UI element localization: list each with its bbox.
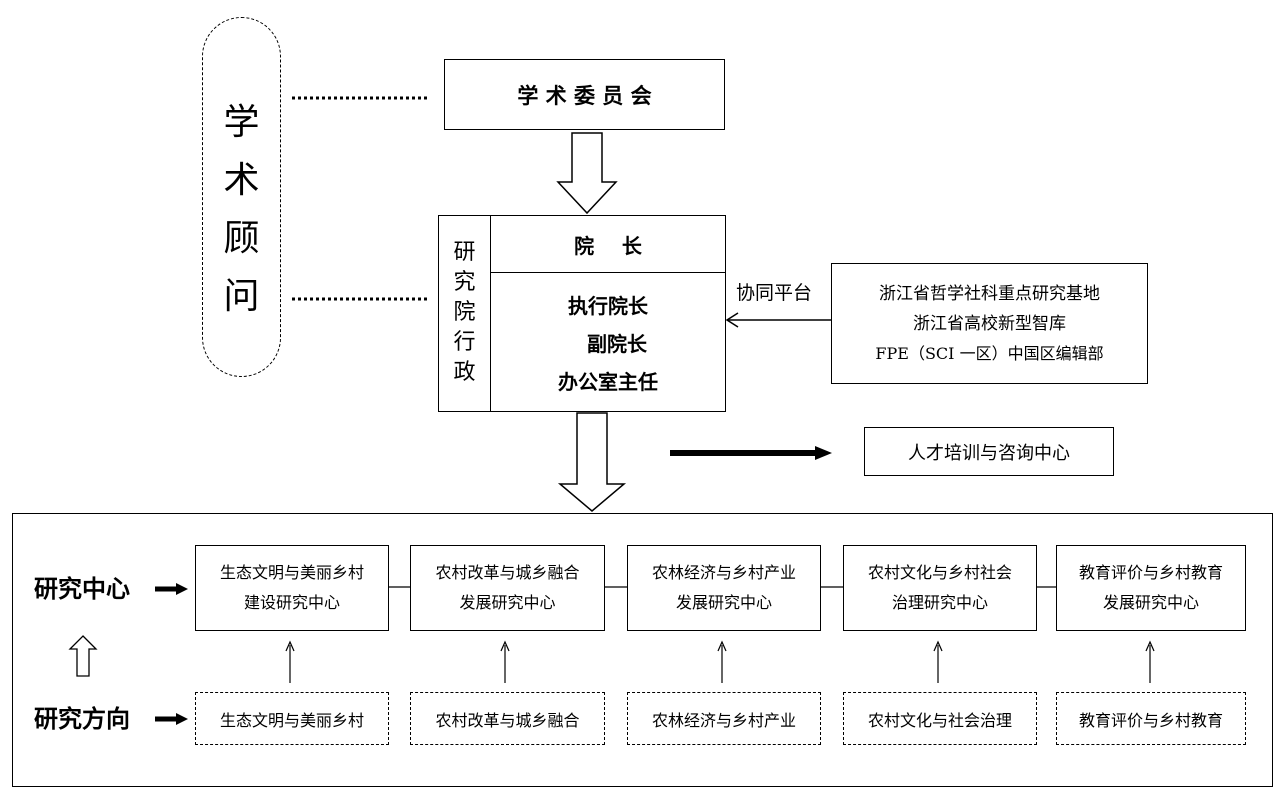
office-director-label: 办公室主任 bbox=[558, 370, 658, 394]
research-center-box: 农林经济与乡村产业 发展研究中心 bbox=[627, 545, 821, 631]
talent-arrow-head bbox=[815, 446, 832, 460]
research-direction-box: 农村文化与社会治理 bbox=[843, 692, 1037, 745]
research-directions-row-label: 研究方向 bbox=[34, 705, 130, 733]
research-direction-label: 农村文化与社会治理 bbox=[867, 710, 1012, 730]
admin-side-column: 研 究 院 行 政 bbox=[439, 216, 491, 411]
research-center-line: 治理研究中心 bbox=[891, 593, 988, 612]
research-direction-box: 生态文明与美丽乡村 bbox=[195, 692, 389, 745]
research-center-box: 农村改革与城乡融合 发展研究中心 bbox=[410, 545, 605, 631]
research-area-frame bbox=[12, 513, 1273, 787]
platform-item: 浙江省高校新型智库 bbox=[913, 313, 1066, 334]
research-centers-row-label: 研究中心 bbox=[34, 575, 130, 603]
research-center-line: 农村改革与城乡融合 bbox=[435, 563, 580, 582]
research-direction-box: 农村改革与城乡融合 bbox=[410, 692, 605, 745]
research-direction-label: 教育评价与乡村教育 bbox=[1078, 710, 1223, 730]
president-label: 院 长 bbox=[574, 233, 642, 258]
academic-advisors-label: 学 术 顾 问 bbox=[203, 94, 280, 326]
platform-item: FPE（SCI 一区）中国区编辑部 bbox=[875, 343, 1104, 363]
admin-side-char: 院 bbox=[453, 300, 476, 325]
advisor-char: 问 bbox=[223, 276, 260, 317]
collaboration-arrow-head bbox=[725, 312, 739, 328]
advisor-char: 术 bbox=[223, 160, 260, 201]
admin-side-label: 研 究 院 行 政 bbox=[439, 238, 490, 388]
admin-side-char: 行 bbox=[453, 330, 476, 355]
president-cell: 院 长 bbox=[491, 216, 725, 273]
admin-side-char: 究 bbox=[453, 270, 476, 295]
institute-admin-box: 研 究 院 行 政 院 长 执行院长 副院长 办公室主任 bbox=[438, 215, 726, 412]
academic-committee-box: 学 术 委 员 会 bbox=[444, 59, 725, 130]
research-center-line: 建设研究中心 bbox=[243, 593, 340, 612]
research-center-line: 发展研究中心 bbox=[459, 593, 556, 612]
research-center-line: 生态文明与美丽乡村 bbox=[219, 563, 364, 582]
platform-item: 浙江省哲学社科重点研究基地 bbox=[879, 283, 1100, 304]
research-center-line: 农林经济与乡村产业 bbox=[651, 563, 796, 582]
research-direction-label: 农林经济与乡村产业 bbox=[651, 710, 796, 730]
talent-center-label: 人才培训与咨询中心 bbox=[908, 442, 1070, 464]
research-direction-box: 教育评价与乡村教育 bbox=[1056, 692, 1246, 745]
research-center-line: 发展研究中心 bbox=[675, 593, 772, 612]
academic-advisors-group: 学 术 顾 问 bbox=[202, 17, 281, 377]
research-direction-box: 农林经济与乡村产业 bbox=[627, 692, 821, 745]
research-direction-label: 农村改革与城乡融合 bbox=[435, 710, 580, 730]
academic-committee-label: 学 术 委 员 会 bbox=[517, 83, 652, 108]
research-center-box: 生态文明与美丽乡村 建设研究中心 bbox=[195, 545, 389, 631]
talent-center-box: 人才培训与咨询中心 bbox=[864, 427, 1114, 476]
admin-side-char: 政 bbox=[453, 360, 476, 385]
research-center-box: 教育评价与乡村教育 发展研究中心 bbox=[1056, 545, 1246, 631]
research-center-line: 教育评价与乡村教育 bbox=[1078, 563, 1223, 582]
admin-side-char: 研 bbox=[453, 240, 476, 265]
research-direction-label: 生态文明与美丽乡村 bbox=[219, 710, 364, 730]
executive-president-label: 执行院长 bbox=[568, 294, 648, 318]
advisor-char: 顾 bbox=[223, 218, 260, 259]
research-center-line: 发展研究中心 bbox=[1102, 593, 1199, 612]
research-center-box: 农村文化与乡村社会 治理研究中心 bbox=[843, 545, 1037, 631]
committee-to-admin-arrow bbox=[556, 132, 618, 215]
advisor-char: 学 bbox=[223, 102, 260, 143]
admin-to-research-arrow bbox=[557, 412, 627, 512]
vice-president-label: 副院长 bbox=[587, 332, 647, 356]
research-center-line: 农村文化与乡村社会 bbox=[867, 563, 1012, 582]
collaboration-label: 协同平台 bbox=[736, 282, 813, 304]
collaboration-platforms-box: 浙江省哲学社科重点研究基地 浙江省高校新型智库 FPE（SCI 一区）中国区编辑… bbox=[831, 263, 1148, 384]
admin-roles-cell: 执行院长 副院长 办公室主任 bbox=[491, 273, 725, 411]
